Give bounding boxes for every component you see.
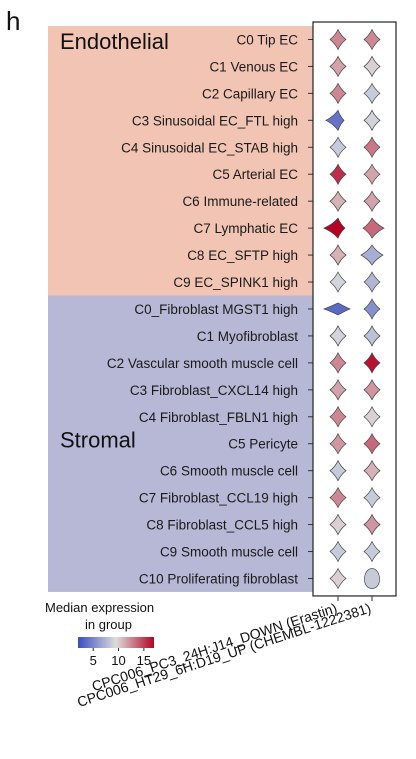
violin [329, 459, 347, 482]
violin [329, 432, 347, 455]
violin [329, 325, 347, 347]
row-label: C7 Fibroblast_CCL19 high [139, 491, 298, 506]
violin [363, 486, 381, 509]
colorbar-tick-label: 10 [111, 653, 125, 668]
group-label-endothelial: Endothelial [60, 29, 169, 54]
violin [329, 486, 347, 509]
row-label: C4 Sinusoidal EC_STAB high [121, 140, 298, 155]
row-label: C5 Pericyte [228, 437, 298, 452]
violin [363, 298, 381, 320]
violin [363, 28, 381, 51]
row-label: C1 Myofibroblast [197, 329, 299, 344]
colorbar-title: Median expression [45, 600, 154, 615]
row-label: C7 Lymphatic EC [193, 221, 298, 236]
violin [329, 352, 347, 374]
violins [322, 28, 385, 590]
violin [363, 109, 381, 132]
violin [329, 405, 347, 428]
violin [363, 432, 381, 455]
violin [363, 136, 381, 159]
row-label: C8 EC_SFTP high [187, 248, 298, 263]
row-label: C3 Fibroblast_CXCL14 high [130, 383, 298, 398]
violin [360, 244, 384, 266]
violin [364, 568, 380, 589]
violin [363, 513, 381, 536]
row-label: C2 Vascular smooth muscle cell [107, 356, 298, 371]
violin [363, 540, 381, 563]
violin [329, 378, 347, 401]
violin [363, 271, 381, 293]
violin [329, 567, 347, 590]
group-label-stromal: Stromal [60, 428, 136, 453]
row-label: C10 Proliferating fibroblast [139, 571, 298, 586]
row-label: C1 Venous EC [209, 59, 298, 74]
row-label: C6 Immune-related [182, 194, 298, 209]
violin [362, 217, 385, 239]
violin [329, 540, 347, 563]
violin [363, 378, 381, 401]
panel-letter: h [6, 6, 21, 36]
group-backgrounds [48, 26, 313, 592]
row-label: C2 Capillary EC [202, 86, 298, 101]
violin [363, 190, 381, 213]
violin [329, 244, 347, 266]
row-label: C3 Sinusoidal EC_FTL high [132, 113, 298, 128]
violin [363, 405, 381, 428]
row-label: C0_Fibroblast MGST1 high [134, 302, 298, 317]
plot-frame [308, 21, 397, 601]
row-label: C4 Fibroblast_FBLN1 high [139, 410, 298, 425]
colorbar-tick-label: 5 [90, 653, 97, 668]
violin [329, 513, 347, 536]
violin [363, 459, 381, 482]
violin [329, 190, 347, 213]
row-label: C6 Smooth muscle cell [160, 464, 298, 479]
colorbar-tick-label: 15 [137, 653, 151, 668]
violin [329, 55, 347, 78]
violin [363, 82, 381, 105]
violin [363, 163, 381, 186]
violin [322, 302, 351, 316]
plot-border [312, 21, 397, 597]
row-label: C9 EC_SPINK1 high [173, 275, 298, 290]
row-label: C5 Arterial EC [212, 167, 298, 182]
colorbar-subtitle: in group [85, 617, 132, 632]
violin [329, 136, 347, 159]
violin [363, 352, 381, 374]
group-bg-endothelial [48, 26, 313, 296]
colorbar [78, 637, 154, 648]
violin [363, 325, 381, 347]
violin [329, 28, 347, 51]
violin [325, 109, 345, 132]
colorbar-legend: Median expression in group 5 10 15 [45, 600, 154, 668]
violin [329, 271, 347, 293]
row-label: C8 Fibroblast_CCL5 high [146, 518, 298, 533]
violin [329, 82, 347, 105]
violin [323, 217, 346, 239]
row-labels: Endothelial C0 Tip EC C1 Venous EC C2 Capil… [60, 29, 298, 586]
row-label: C9 Smooth muscle cell [160, 545, 298, 560]
violin [329, 163, 347, 186]
row-label: C0 Tip EC [236, 32, 298, 47]
group-bg-stromal [48, 295, 313, 592]
violin [363, 55, 381, 78]
